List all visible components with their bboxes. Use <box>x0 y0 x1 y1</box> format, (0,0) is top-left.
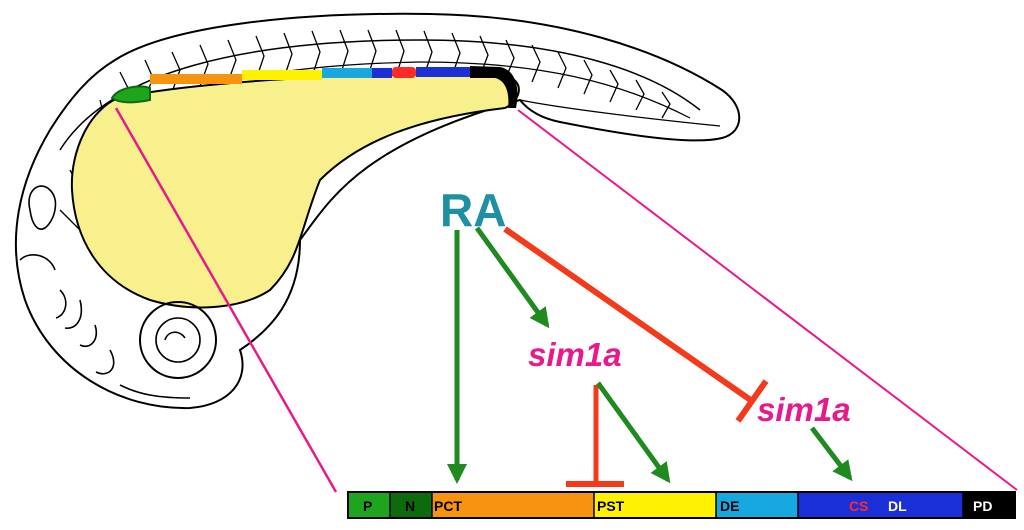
ra-label: RA <box>440 184 506 236</box>
sim1a-label-left: sim1a <box>528 336 622 373</box>
inhibit-ra-to-sim1a <box>503 226 754 404</box>
segment-label-p: P <box>363 498 372 514</box>
segment-label-pct: PCT <box>434 498 462 514</box>
inhibit-bar-right <box>735 379 769 423</box>
zoom-line-left <box>114 107 338 493</box>
nephron-segment-bar: P N PCT PST DE CS DL PD <box>347 491 1016 519</box>
arrow-ra-to-sim1a <box>474 226 550 329</box>
zoom-line-right <box>517 109 1018 491</box>
zebrafish-embryo-illustration <box>14 12 741 410</box>
segment-p <box>348 492 390 518</box>
segment-pd <box>963 492 1015 518</box>
segment-label-n: N <box>405 498 415 514</box>
segment-pst <box>594 492 716 518</box>
segment-label-pd: PD <box>973 498 992 514</box>
segment-label-dl: DL <box>888 498 907 514</box>
sim1a-label-right: sim1a <box>757 391 851 428</box>
arrow-sim1a-to-cs <box>810 426 853 482</box>
segment-n <box>390 492 432 518</box>
segment-label-de: DE <box>720 498 739 514</box>
segment-pct <box>432 492 594 518</box>
segment-cs-dl <box>798 492 963 518</box>
head-details <box>19 185 217 399</box>
pronephros-segments <box>110 66 518 108</box>
arrow-sim1a-to-pst <box>595 381 671 484</box>
segment-label-cs: CS <box>849 498 868 514</box>
eye-icon <box>139 301 217 379</box>
segment-label-pst: PST <box>597 498 625 514</box>
segment-de <box>716 492 798 518</box>
